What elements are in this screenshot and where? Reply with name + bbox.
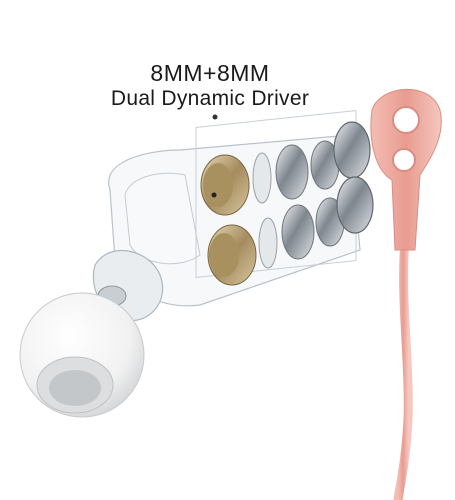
pink-connector: [370, 88, 442, 251]
cable: [393, 235, 413, 500]
caption-line-2: Dual Dynamic Driver: [110, 87, 310, 110]
upper-driver-stack: [200, 121, 371, 216]
caption-line-1: 8MM+8MM: [150, 60, 270, 86]
feature-caption: 8MM+8MM Dual Dynamic Driver: [60, 60, 360, 112]
pointer-dot: [212, 114, 218, 120]
silicone-ear-tip: [19, 292, 145, 418]
lower-driver-stack: [207, 176, 374, 286]
